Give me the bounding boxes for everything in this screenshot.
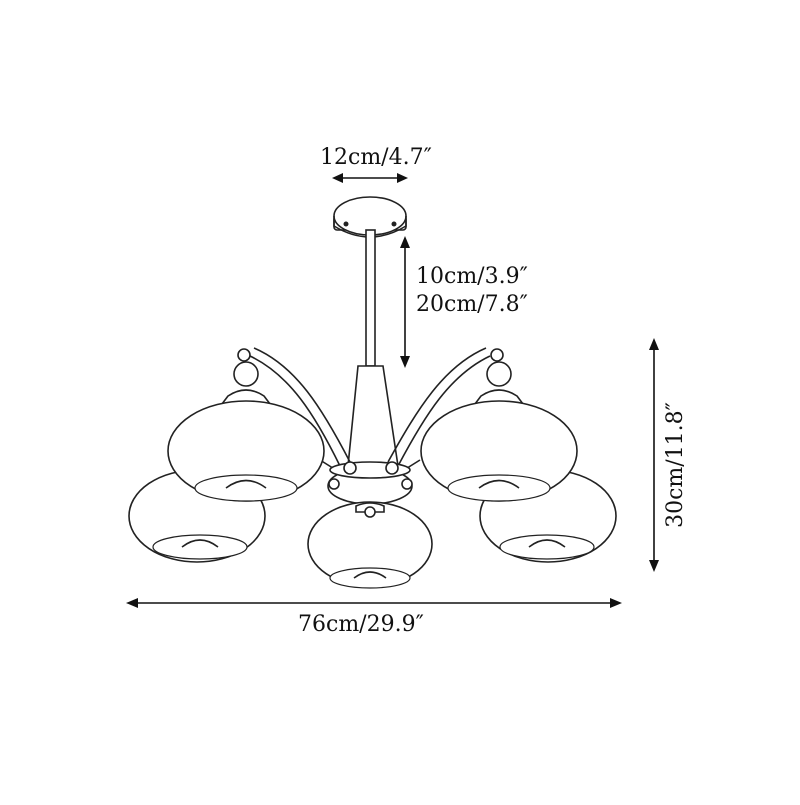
- arm-right: [387, 347, 491, 467]
- center-cone: [347, 365, 399, 467]
- rod-length-short-label: 10cm/3.9″: [416, 264, 528, 289]
- ceiling-canopy: [333, 196, 407, 238]
- shade-front-left: [167, 361, 325, 502]
- overall-width-label: 76cm/29.9″: [298, 612, 424, 637]
- arm-knob-left: [237, 348, 251, 362]
- center-hub: [327, 461, 413, 505]
- arm-knob-right: [490, 348, 504, 362]
- screw-icon: [391, 221, 397, 227]
- arm-left: [249, 347, 351, 467]
- screw-icon: [343, 221, 349, 227]
- shade-front-right: [420, 361, 578, 502]
- shade-front-center: [307, 501, 433, 589]
- down-rod: [365, 229, 376, 367]
- canopy-width-label: 12cm/4.7″: [320, 145, 432, 170]
- dimension-rod-length: [400, 236, 410, 368]
- dimension-overall-width: [126, 598, 622, 608]
- rod-length-long-label: 20cm/7.8″: [416, 292, 528, 317]
- overall-height-label: 30cm/11.8″: [663, 402, 688, 528]
- dimension-canopy-width: [332, 173, 408, 183]
- dimension-overall-height: [649, 338, 659, 572]
